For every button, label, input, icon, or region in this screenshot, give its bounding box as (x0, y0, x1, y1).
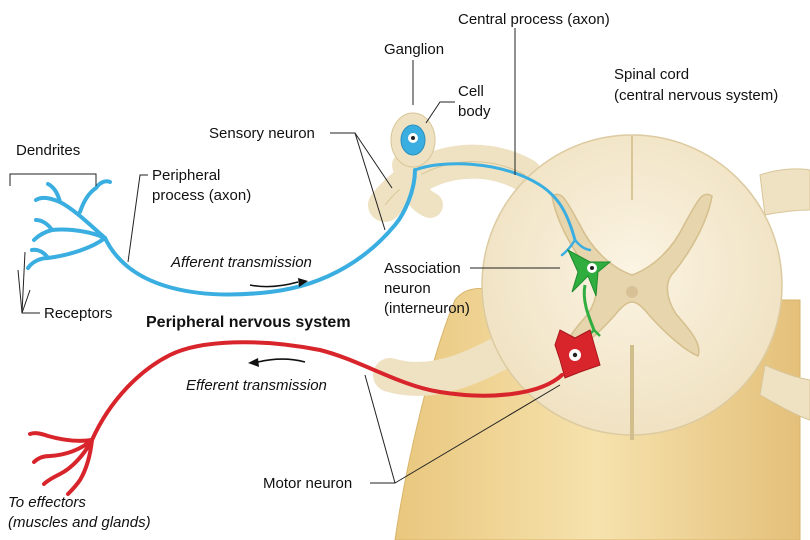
right-nerve-extension (759, 168, 810, 216)
gray-matter (551, 193, 713, 358)
label-effectors-2: (muscles and glands) (8, 514, 151, 531)
motor-neuron (28, 329, 601, 496)
label-peripheral-2: process (axon) (152, 187, 251, 204)
label-sensory-neuron: Sensory neuron (209, 125, 315, 142)
label-association-3: (interneuron) (384, 300, 470, 317)
efferent-arrow-head (248, 358, 259, 367)
right-ventral-extension (759, 364, 810, 421)
afferent-arrow (249, 281, 299, 288)
efferent-arrow (257, 358, 306, 363)
label-pns: Peripheral nervous system (146, 314, 351, 331)
label-cell-body-1: Cell (458, 83, 484, 100)
sensory-neuron (26, 162, 592, 297)
label-dendrites: Dendrites (16, 142, 80, 159)
leader-lines (9, 28, 561, 484)
label-spinal-cord-1: Spinal cord (614, 66, 689, 83)
label-association-2: neuron (384, 280, 431, 297)
afferent-arrow-head (298, 278, 308, 287)
label-afferent: Afferent transmission (170, 254, 312, 271)
label-effectors-1: To effectors (8, 494, 86, 511)
label-peripheral-1: Peripheral (152, 167, 220, 184)
label-association-1: Association (384, 260, 461, 277)
label-cell-body-2: body (458, 103, 491, 120)
ganglion-stalk (392, 152, 443, 218)
label-central-process: Central process (axon) (458, 11, 610, 28)
central-canal (626, 286, 638, 298)
label-ganglion: Ganglion (384, 41, 444, 58)
association-neuron (566, 248, 612, 337)
label-motor-neuron: Motor neuron (263, 475, 352, 492)
label-spinal-cord-2: (central nervous system) (614, 87, 778, 104)
sensory-nucleolus (411, 136, 415, 140)
label-efferent: Efferent transmission (186, 377, 327, 394)
label-receptors: Receptors (44, 305, 112, 322)
